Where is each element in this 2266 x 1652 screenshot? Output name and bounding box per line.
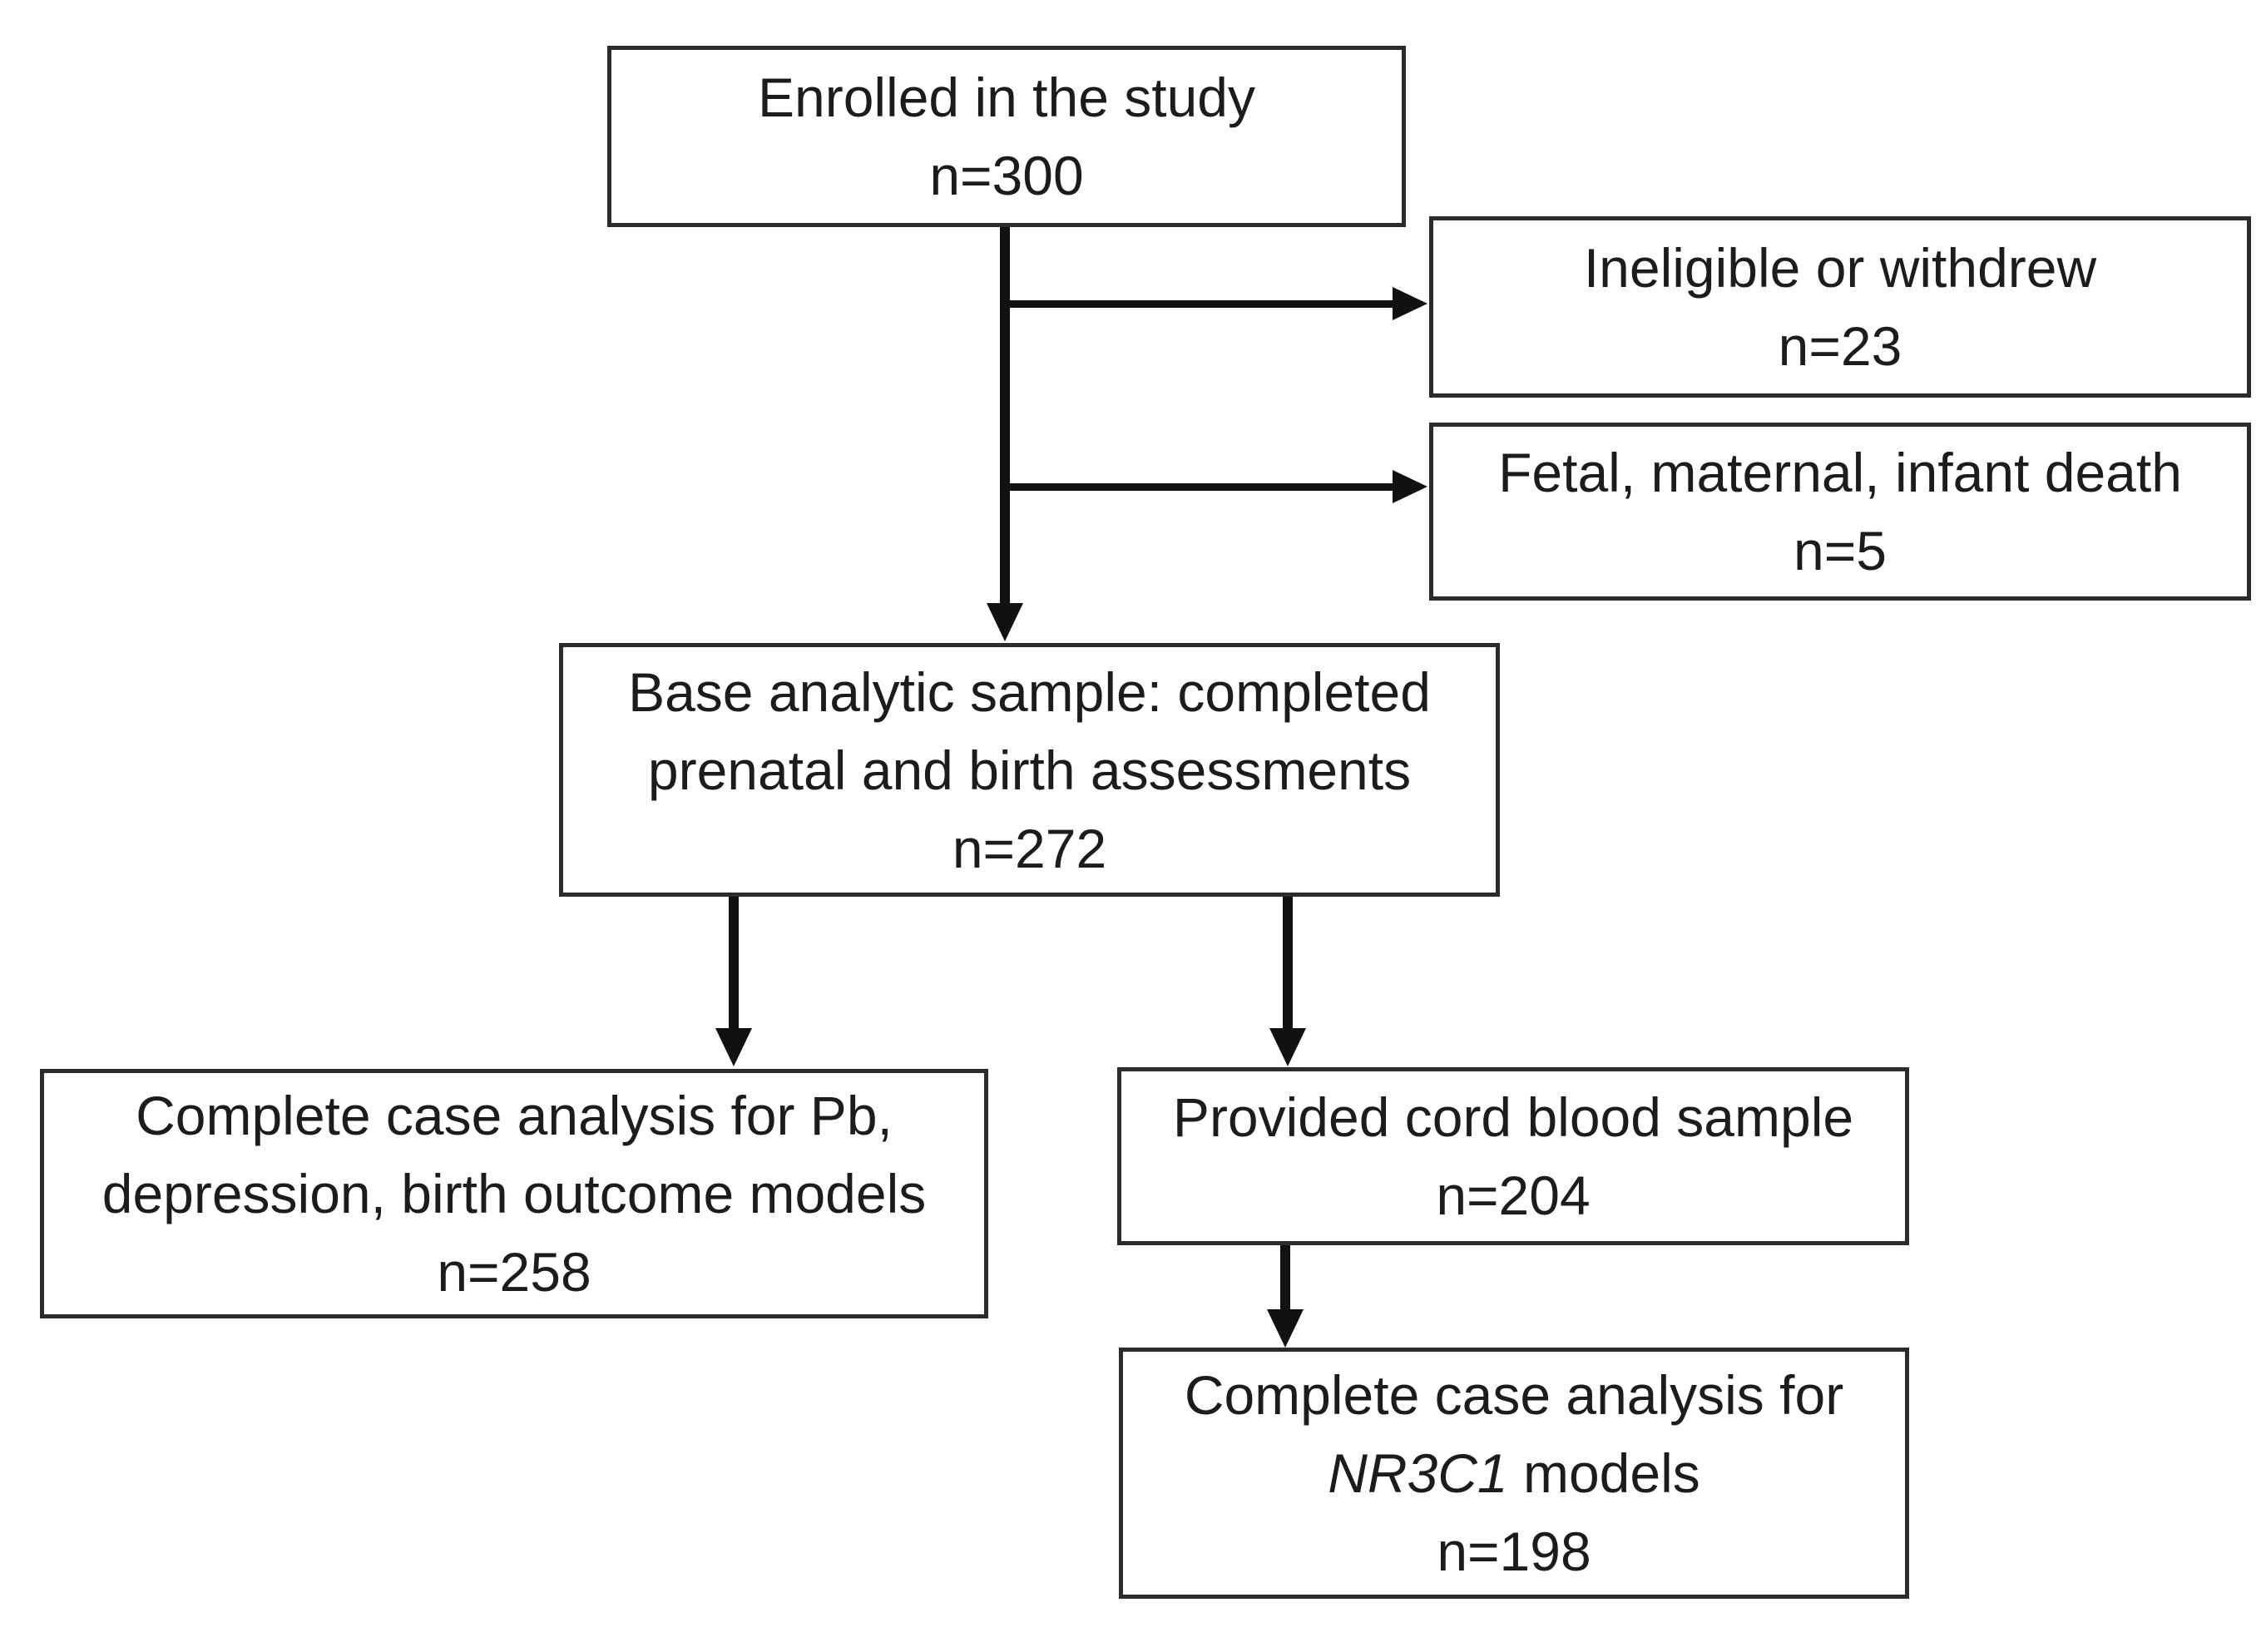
node-nr3c1-models-label-2-rest: models (1522, 1442, 1700, 1504)
arrowhead-down-icon (1269, 1028, 1306, 1066)
node-ineligible-count: n=23 (1778, 315, 1902, 377)
gene-name: NR3C1 (1328, 1442, 1508, 1504)
connector-base-to-pb-line (729, 897, 739, 1030)
node-enrolled-count: n=300 (929, 145, 1084, 206)
connector-cord-to-nr3c1-line (1280, 1245, 1290, 1311)
node-pb-models: Complete case analysis for Pb, depressio… (40, 1069, 988, 1318)
node-cord-blood-count: n=204 (1436, 1165, 1591, 1226)
node-base-sample-count: n=272 (952, 817, 1107, 879)
connector-enrolled-to-fetal-death-line (1005, 483, 1393, 491)
node-pb-models-count: n=258 (437, 1241, 591, 1303)
node-base-sample: Base analytic sample: completed prenatal… (559, 643, 1500, 897)
connector-base-to-cord-line (1283, 897, 1293, 1030)
node-base-sample-label-1: Base analytic sample: completed (628, 660, 1431, 723)
node-base-sample-label-2: prenatal and birth assessments (647, 739, 1412, 801)
node-nr3c1-models-count: n=198 (1437, 1521, 1591, 1582)
arrowhead-right-icon (1393, 470, 1427, 503)
node-fetal-death-label: Fetal, maternal, infant death (1498, 442, 2182, 503)
node-pb-models-label-2: depression, birth outcome models (101, 1163, 927, 1224)
node-enrolled: Enrolled in the study n=300 (607, 46, 1406, 227)
node-enrolled-label: Enrolled in the study (757, 67, 1256, 128)
node-fetal-death-count: n=5 (1794, 520, 1887, 581)
node-nr3c1-models-label-2: NR3C1 models (1328, 1434, 1700, 1512)
arrowhead-down-icon (715, 1028, 752, 1066)
arrowhead-down-icon (987, 603, 1023, 641)
connector-enrolled-to-base-line (1000, 227, 1010, 603)
node-nr3c1-models-label-1: Complete case analysis for (1184, 1364, 1844, 1426)
node-ineligible: Ineligible or withdrew n=23 (1429, 216, 2251, 398)
node-cord-blood-label: Provided cord blood sample (1172, 1086, 1854, 1148)
node-nr3c1-models: Complete case analysis for NR3C1 models … (1119, 1348, 1909, 1599)
connector-enrolled-to-ineligible-line (1005, 300, 1393, 308)
node-pb-models-label-1: Complete case analysis for Pb, (136, 1085, 893, 1146)
node-fetal-death: Fetal, maternal, infant death n=5 (1429, 423, 2251, 601)
node-ineligible-label: Ineligible or withdrew (1583, 237, 2097, 299)
arrowhead-right-icon (1393, 287, 1427, 320)
node-cord-blood: Provided cord blood sample n=204 (1117, 1067, 1909, 1245)
arrowhead-down-icon (1267, 1309, 1304, 1348)
